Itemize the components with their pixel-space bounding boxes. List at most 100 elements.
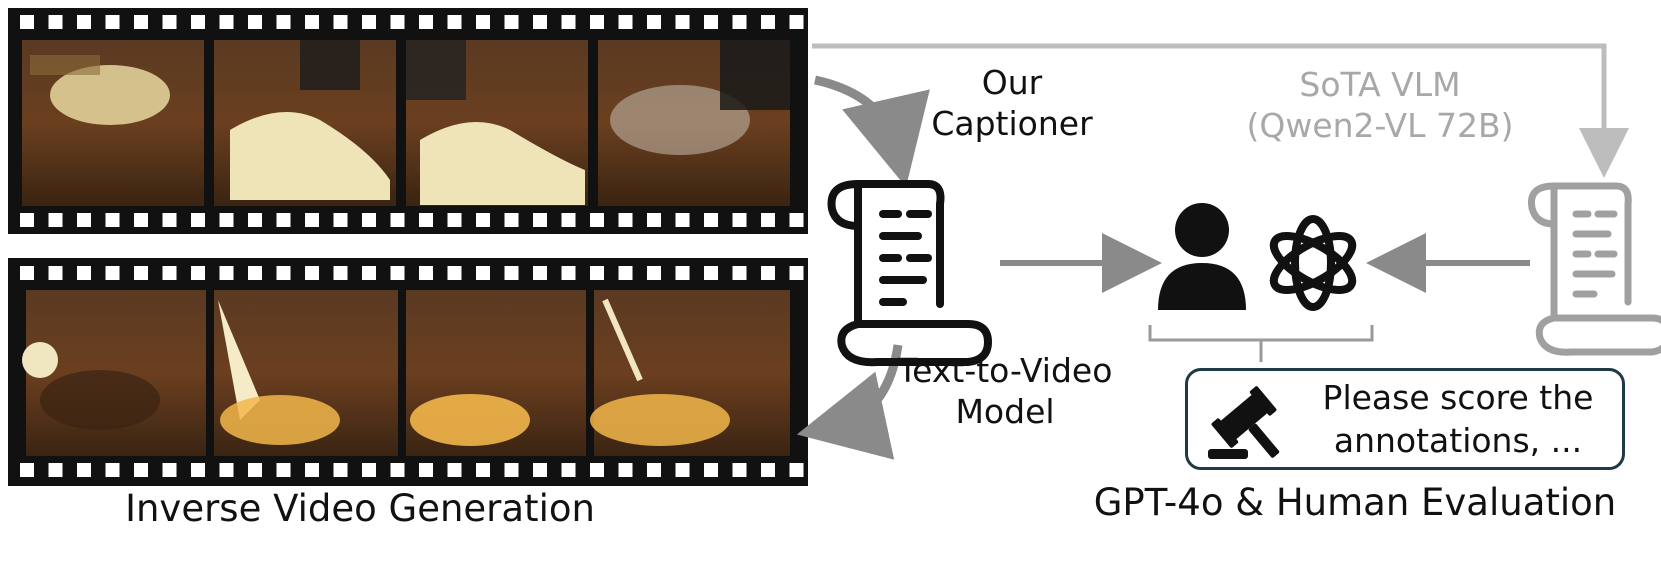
film-hole — [704, 15, 718, 29]
film-hole — [675, 463, 690, 477]
frame-bottom-1 — [22, 290, 206, 456]
film-hole — [77, 266, 91, 280]
label-line: Text-to-Video — [897, 351, 1113, 390]
film-hole — [590, 266, 604, 280]
film-hole — [419, 463, 433, 477]
film-hole — [675, 15, 690, 29]
film-hole — [390, 213, 405, 227]
film-hole — [504, 463, 519, 477]
film-hole — [618, 266, 633, 280]
film-hole — [48, 15, 63, 29]
film-hole — [77, 213, 91, 227]
frame-bottom-4 — [590, 290, 790, 456]
film-hole — [390, 15, 405, 29]
film-hole — [704, 213, 718, 227]
film-hole — [647, 266, 661, 280]
film-hole — [362, 266, 376, 280]
film-hole — [305, 213, 319, 227]
film-hole — [419, 213, 433, 227]
film-hole — [276, 15, 291, 29]
film-hole — [761, 15, 775, 29]
film-hole — [219, 15, 234, 29]
caption-inverse-generation: Inverse Video Generation — [125, 487, 595, 530]
scroll-document-icon — [1527, 182, 1661, 356]
film-hole — [20, 213, 34, 227]
film-hole — [647, 213, 661, 227]
gavel-icon — [1208, 386, 1280, 459]
film-hole — [419, 266, 433, 280]
film-hole — [504, 15, 519, 29]
openai-logo-icon — [1269, 215, 1357, 311]
label-sota-vlm: SoTA VLM (Qwen2-VL 72B) — [1220, 64, 1540, 147]
film-hole — [647, 15, 661, 29]
label-line: SoTA VLM — [1299, 65, 1461, 104]
film-hole — [476, 213, 490, 227]
film-hole — [761, 266, 775, 280]
film-hole — [675, 266, 690, 280]
film-hole — [504, 266, 519, 280]
film-hole — [305, 463, 319, 477]
film-hole — [305, 266, 319, 280]
film-hole — [618, 15, 633, 29]
film-hole — [419, 15, 433, 29]
film-holes — [20, 463, 804, 477]
film-hole — [704, 266, 718, 280]
film-hole — [248, 213, 262, 227]
frame-top-2 — [214, 40, 396, 206]
film-hole — [533, 463, 547, 477]
frame-top-4 — [598, 40, 790, 206]
film-hole — [191, 463, 205, 477]
film-hole — [20, 15, 34, 29]
film-hole — [447, 15, 462, 29]
label-line: Our — [981, 63, 1043, 102]
film-hole — [789, 463, 804, 477]
film-hole — [333, 266, 348, 280]
film-hole — [732, 266, 747, 280]
film-hole — [533, 213, 547, 227]
film-hole — [333, 15, 348, 29]
film-hole — [105, 213, 120, 227]
film-hole — [476, 266, 490, 280]
evaluator-bracket — [1148, 325, 1374, 362]
film-hole — [590, 463, 604, 477]
film-hole — [276, 266, 291, 280]
film-hole — [248, 463, 262, 477]
film-hole — [48, 213, 63, 227]
film-holes — [20, 266, 804, 280]
film-hole — [77, 15, 91, 29]
film-hole — [248, 266, 262, 280]
film-hole — [77, 463, 91, 477]
film-hole — [333, 213, 348, 227]
film-hole — [761, 463, 775, 477]
film-hole — [390, 463, 405, 477]
film-hole — [162, 213, 177, 227]
film-hole — [333, 463, 348, 477]
frame-bottom-3 — [406, 290, 586, 456]
prompt-text: Please score the annotations, ... — [1298, 377, 1618, 463]
film-hole — [561, 266, 576, 280]
film-hole — [732, 15, 747, 29]
film-hole — [789, 266, 804, 280]
label-text-to-video: Text-to-Video Model — [880, 350, 1130, 433]
label-line: (Qwen2-VL 72B) — [1246, 106, 1514, 146]
film-hole — [732, 463, 747, 477]
film-hole — [675, 213, 690, 227]
film-strip-top — [8, 8, 808, 234]
film-hole — [590, 15, 604, 29]
film-hole — [504, 213, 519, 227]
film-strip-bottom — [8, 258, 808, 486]
caption-evaluation: GPT-4o & Human Evaluation — [1093, 481, 1617, 524]
film-hole — [134, 266, 148, 280]
film-hole — [561, 463, 576, 477]
film-hole — [20, 463, 34, 477]
film-hole — [162, 15, 177, 29]
film-hole — [761, 213, 775, 227]
film-hole — [561, 15, 576, 29]
film-hole — [533, 15, 547, 29]
person-icon — [1158, 203, 1246, 310]
film-hole — [305, 15, 319, 29]
frame-top-1 — [22, 40, 204, 206]
film-hole — [789, 15, 804, 29]
film-hole — [219, 213, 234, 227]
film-hole — [48, 266, 63, 280]
